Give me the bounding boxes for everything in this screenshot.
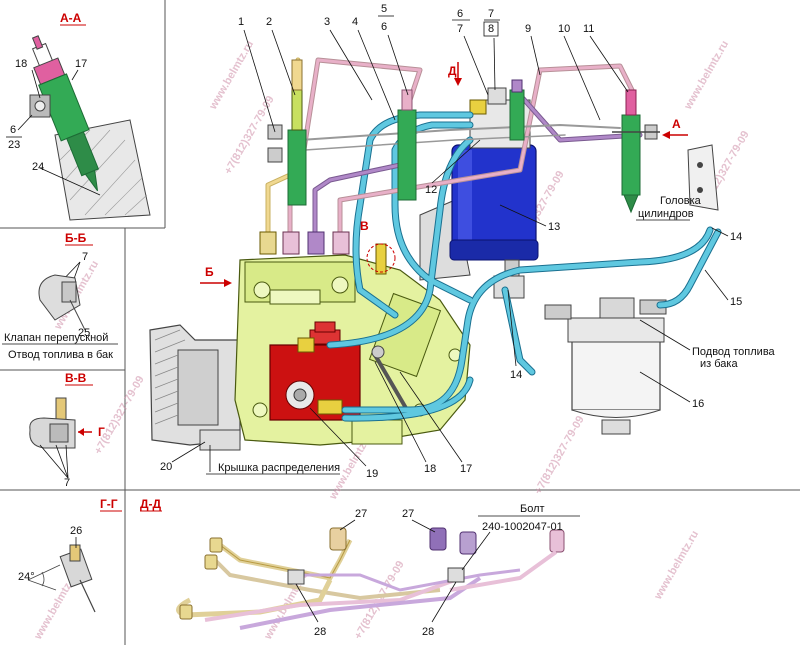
callout-3: 3	[324, 16, 330, 28]
section-vv-title: В-В	[65, 371, 87, 385]
label-fuel-return: Отвод топлива в бак	[8, 349, 113, 361]
label-cylinder-head-1: Головка	[660, 195, 702, 207]
callout-6: 6	[457, 8, 463, 20]
callout-9: 9	[525, 23, 531, 35]
label-distribution-cover: Крышка распределения	[218, 462, 340, 474]
callout-7: 7	[488, 8, 494, 20]
callout-4: 4	[352, 16, 358, 28]
watermark-site: www.belmtz.ru	[652, 529, 702, 603]
callout-23: 23	[8, 139, 20, 151]
label-bypass-valve: Клапан перепускной	[4, 332, 108, 344]
view-marker-b: Б	[205, 265, 214, 279]
callout-13: 13	[548, 221, 560, 233]
callout-7: 7	[82, 251, 88, 263]
low-pressure-fuel-lines	[326, 111, 722, 422]
callout-16: 16	[692, 398, 704, 410]
section-bb-title: Б-Б	[65, 231, 87, 245]
section-vv: В-В Г 7	[29, 371, 105, 489]
label-fuel-feed-1: Подвод топлива	[692, 346, 776, 358]
callout-18: 18	[424, 463, 436, 475]
section-gg: Г-Г 24° 26	[18, 497, 122, 613]
view-marker-g: Г	[98, 425, 105, 439]
callout-6: 6	[381, 21, 387, 33]
callout-27: 27	[402, 508, 414, 520]
callout-6: 6	[10, 124, 16, 136]
label-bolt-number: 240-1002047-01	[482, 521, 563, 533]
section-dd: Д-Д 27 27 28 28 Болт 240-1002047-01	[140, 497, 580, 638]
label-angle: 24°	[18, 571, 35, 583]
label-cylinder-head-2: цилиндров	[638, 208, 694, 220]
view-marker-d: Д	[448, 64, 457, 78]
callout-28: 28	[422, 626, 434, 638]
callout-27: 27	[355, 508, 367, 520]
callout-17: 17	[460, 463, 472, 475]
callout-28: 28	[314, 626, 326, 638]
callout-19: 19	[366, 468, 378, 480]
callout-10: 10	[558, 23, 570, 35]
view-marker-a: А	[672, 117, 681, 131]
view-arrows: Д А Б В	[200, 62, 688, 287]
callout-2: 2	[266, 16, 272, 28]
callout-14: 14	[730, 231, 742, 243]
watermark-phone: +7(812)327-79-09	[532, 414, 587, 497]
section-bb: Б-Б 7 25 Клапан перепускной Отвод топлив…	[2, 231, 118, 361]
callout-5: 5	[381, 3, 387, 15]
watermark-site: www.belmtz.ru	[682, 39, 732, 113]
section-gg-title: Г-Г	[100, 497, 118, 511]
callout-1: 1	[238, 16, 244, 28]
callout-14: 14	[510, 369, 522, 381]
view-marker-v: В	[360, 219, 369, 233]
callouts-main: 1 2 3 4 5 6 6 7 7 8 9 10 11	[160, 3, 776, 480]
section-dd-title: Д-Д	[140, 497, 162, 511]
label-fuel-feed-2: из бака	[700, 358, 738, 370]
watermark-phone: +7(812)327-79-09	[92, 374, 147, 457]
label-bolt-title: Болт	[520, 503, 545, 515]
callout-26: 26	[70, 525, 82, 537]
section-aa-title: А-А	[60, 11, 82, 25]
high-pressure-lines	[265, 57, 643, 238]
callout-8: 8	[488, 23, 494, 35]
watermark-site: www.belmtz.ru	[207, 39, 257, 113]
section-aa: А-А 18 17 6 23 24	[6, 11, 151, 221]
main-assembly: Д А Б В 1 2 3 4 5 6 6 7 7 8 9	[149, 3, 776, 480]
callout-11: 11	[583, 23, 594, 35]
callout-25: 25	[78, 327, 90, 339]
callout-15: 15	[730, 296, 742, 308]
callout-12: 12	[425, 184, 437, 196]
callout-22: 18	[15, 58, 27, 70]
injectors	[267, 59, 660, 214]
pump-fittings	[259, 231, 396, 275]
callout-7: 7	[64, 477, 70, 489]
callout-20: 20	[160, 461, 172, 473]
fuel-tank	[544, 297, 667, 435]
callout-7: 7	[457, 23, 463, 35]
callout-21: 17	[75, 58, 87, 70]
callout-24: 24	[32, 161, 44, 173]
